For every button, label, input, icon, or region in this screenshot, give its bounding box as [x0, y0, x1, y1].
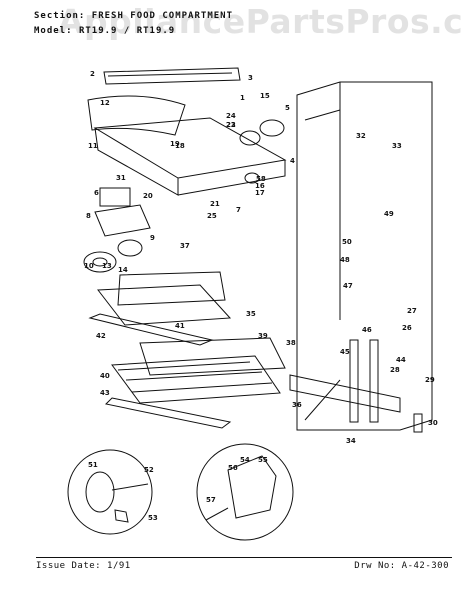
footer-rule	[36, 557, 452, 558]
callout-46: 46	[362, 326, 372, 334]
section-value: FRESH FOOD COMPARTMENT	[91, 11, 233, 21]
wheel-detail-circle	[67, 449, 153, 535]
callout-31: 31	[116, 174, 126, 182]
callout-56: 56	[228, 464, 238, 472]
model-value: RT19.9 / RT19.9	[78, 26, 176, 36]
model-label: Model:	[34, 26, 73, 36]
callout-5: 5	[285, 104, 290, 112]
callout-35: 35	[246, 310, 256, 318]
roller-wheel	[85, 471, 115, 513]
leveling-leg	[413, 413, 423, 433]
callout-28: 28	[390, 366, 400, 374]
callout-2: 2	[90, 70, 95, 78]
model-heading: Model: RT19.9 / RT19.9	[34, 26, 175, 36]
callout-1: 1	[240, 94, 245, 102]
callout-29: 29	[425, 376, 435, 384]
callout-50: 50	[342, 238, 352, 246]
light-shield	[87, 95, 186, 136]
callout-16: 16	[255, 182, 265, 190]
callout-4: 4	[290, 157, 295, 165]
callout-49: 49	[384, 210, 394, 218]
callout-48: 48	[340, 256, 350, 264]
callout-17: 17	[255, 189, 265, 197]
lower-shelf-frame	[111, 355, 281, 404]
callout-6: 6	[94, 189, 99, 197]
callout-25: 25	[207, 212, 217, 220]
bottom-grille	[289, 374, 401, 413]
callout-58: 58	[256, 175, 266, 183]
shelf-rail-right	[369, 339, 379, 423]
hinge-bracket	[227, 455, 277, 519]
callout-42: 42	[96, 332, 106, 340]
top-trim-strip	[103, 67, 241, 85]
hinge-screw	[205, 507, 229, 521]
callout-7: 7	[236, 206, 241, 214]
shelf-rail-left	[349, 339, 359, 423]
callout-8: 8	[86, 212, 91, 220]
callout-54: 54	[240, 456, 250, 464]
callout-38: 38	[286, 339, 296, 347]
light-bulb	[244, 172, 260, 184]
callout-53: 53	[148, 514, 158, 522]
callout-37: 37	[180, 242, 190, 250]
callout-57: 57	[206, 496, 216, 504]
roller-axle	[111, 483, 149, 491]
section-heading: Section: FRESH FOOD COMPARTMENT	[34, 11, 233, 21]
callout-9: 9	[150, 234, 155, 242]
thermostat-knob	[83, 251, 117, 273]
upper-shelf-glass	[97, 284, 232, 326]
callout-24: 24	[226, 112, 236, 120]
callout-26: 26	[402, 324, 412, 332]
damper-knob	[117, 239, 143, 257]
issue-date: Issue Date: 1/91	[36, 561, 131, 571]
callout-45: 45	[340, 348, 350, 356]
callout-43: 43	[100, 389, 110, 397]
hinge-detail-circle	[196, 443, 294, 541]
control-housing	[93, 117, 287, 179]
section-label: Section:	[34, 11, 86, 21]
fan-motor	[259, 119, 285, 137]
upper-shelf-trim	[88, 313, 214, 346]
callout-41: 41	[175, 322, 185, 330]
callout-3: 3	[248, 74, 253, 82]
callout-11: 11	[88, 142, 98, 150]
callout-44: 44	[396, 356, 406, 364]
control-bracket	[94, 204, 151, 237]
upper-shelf-frame	[117, 271, 226, 306]
callout-15: 15	[260, 92, 270, 100]
callout-36: 36	[292, 401, 302, 409]
callout-30: 30	[428, 419, 438, 427]
callout-55: 55	[258, 456, 268, 464]
callout-40: 40	[100, 372, 110, 380]
crisper-cover	[139, 337, 286, 376]
drawing-number: Drw No: A-42-300	[354, 561, 449, 571]
callout-13: 13	[102, 262, 112, 270]
callout-14: 14	[118, 266, 128, 274]
callout-34: 34	[346, 437, 356, 445]
light-socket	[239, 130, 261, 146]
callout-32: 32	[356, 132, 366, 140]
lower-shelf-trim	[104, 397, 232, 429]
watermark: AppliancePartsPros.com	[58, 2, 463, 41]
callout-18: 18	[175, 142, 185, 150]
callout-22: 22	[226, 121, 236, 129]
callout-51: 51	[88, 461, 98, 469]
callout-10: 10	[84, 262, 94, 270]
callout-27: 27	[407, 307, 417, 315]
callout-20: 20	[143, 192, 153, 200]
thermostat	[99, 187, 131, 207]
callout-19: 19	[170, 140, 180, 148]
callout-23: 23	[226, 121, 236, 129]
callout-52: 52	[144, 466, 154, 474]
callout-12: 12	[100, 99, 110, 107]
callout-21: 21	[210, 200, 220, 208]
callout-33: 33	[392, 142, 402, 150]
roller-clip	[114, 509, 129, 523]
callout-39: 39	[258, 332, 268, 340]
callout-47: 47	[343, 282, 353, 290]
